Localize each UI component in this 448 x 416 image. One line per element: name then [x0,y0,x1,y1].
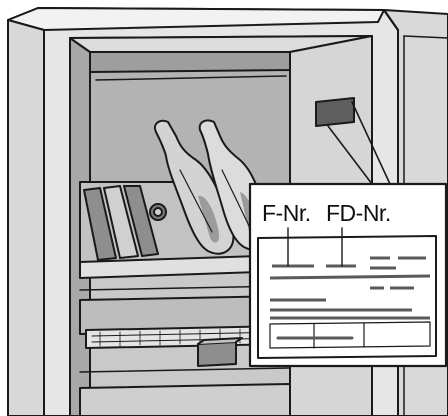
rating-plate-icon [316,98,354,126]
f-nr-label: F-Nr. [262,200,311,227]
fd-nr-label: FD-Nr. [326,200,391,227]
